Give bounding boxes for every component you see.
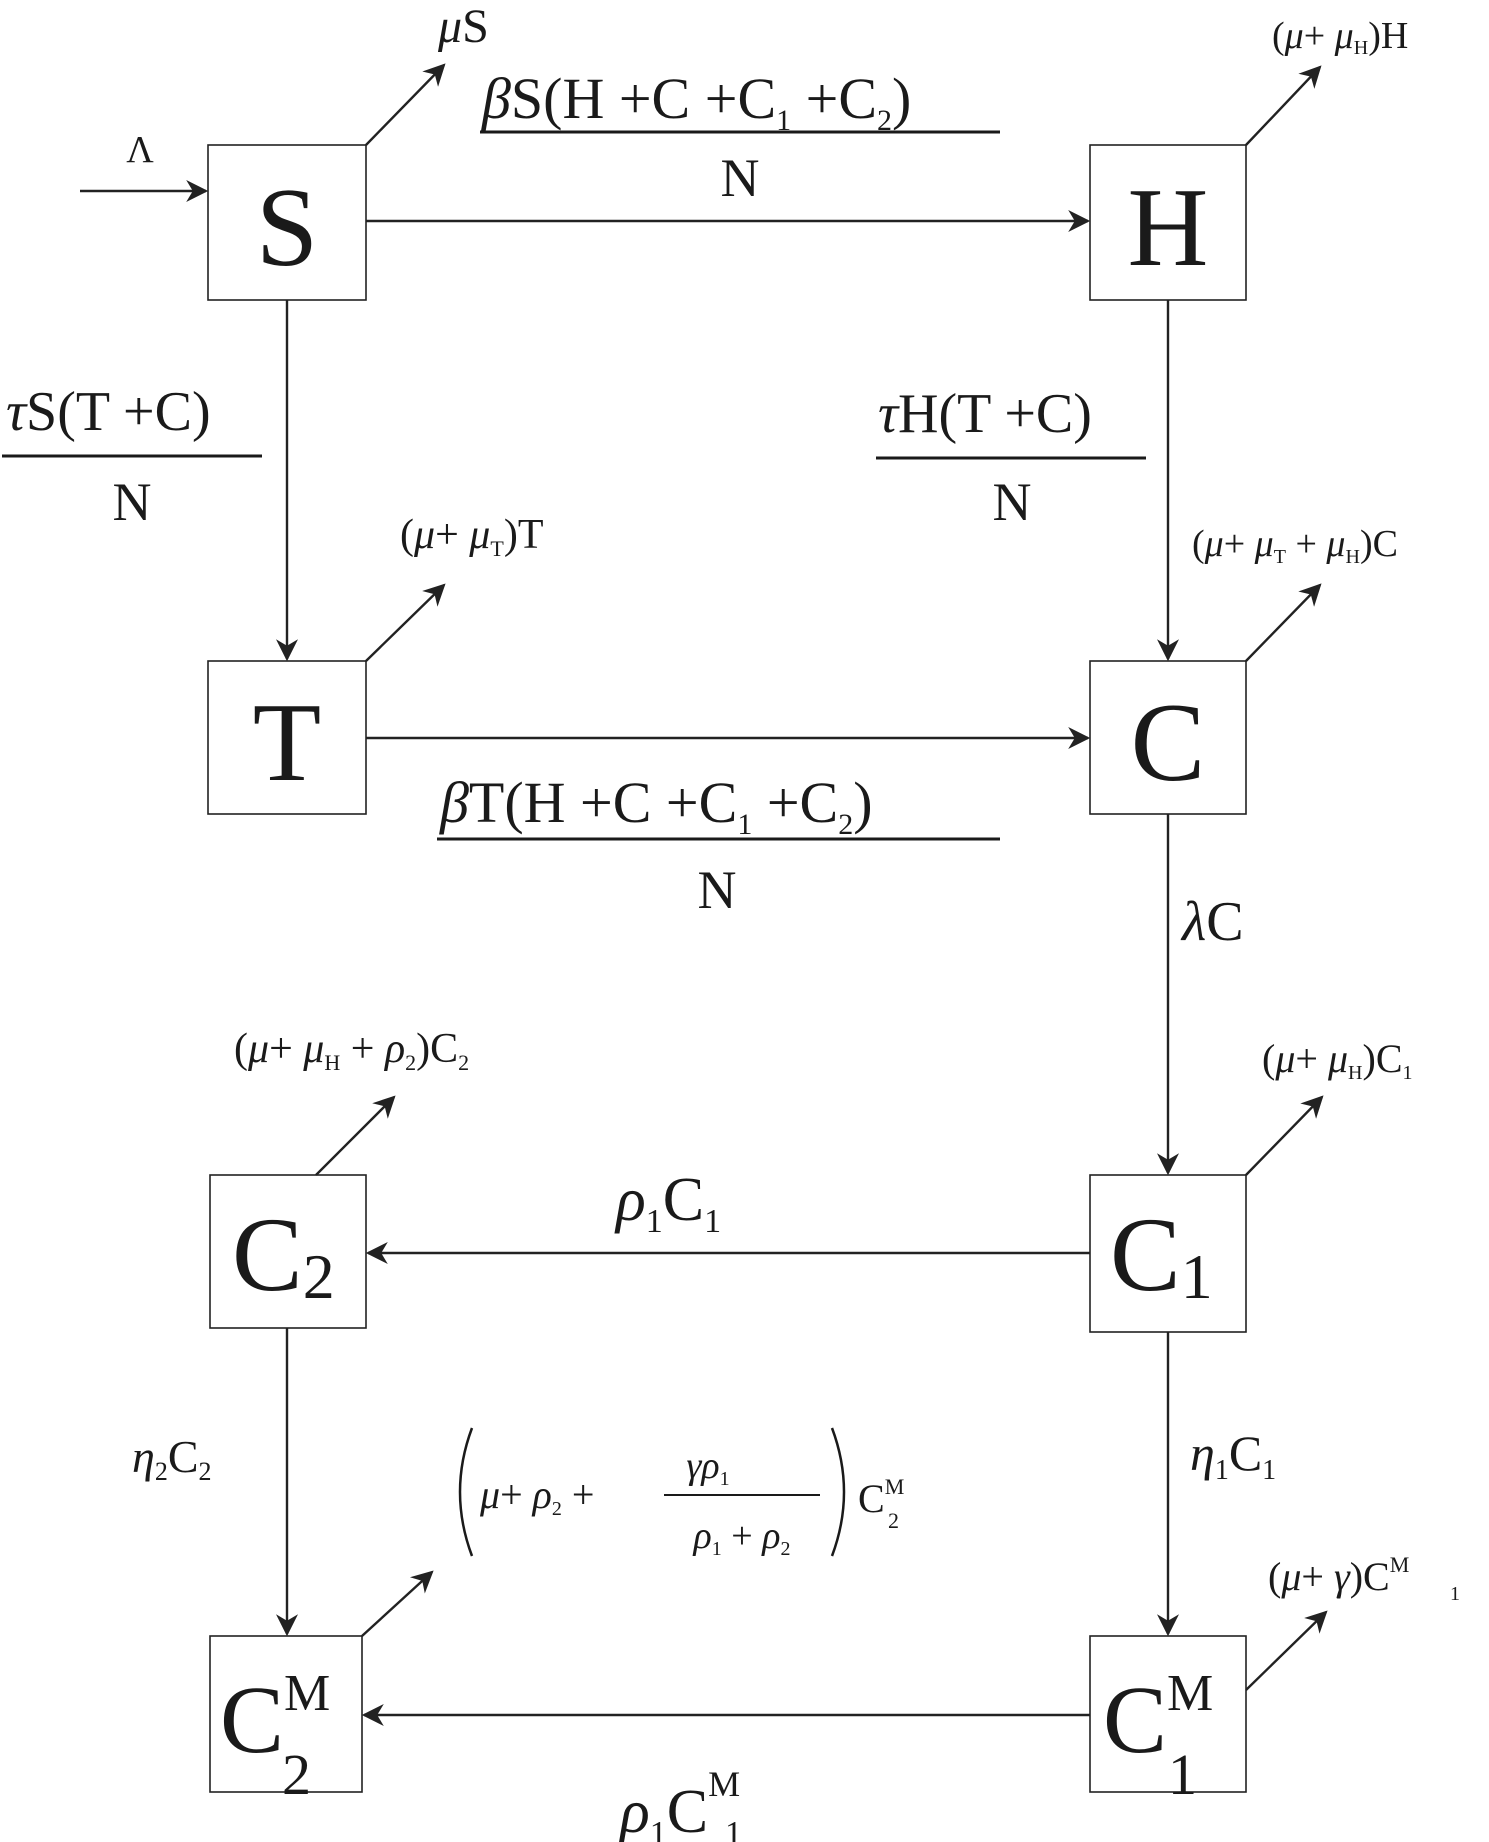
h-to-c-numerator: τH(T +C)	[878, 383, 1092, 445]
c2m-death-numerator: γρ1	[686, 1445, 729, 1490]
c1-to-c2-label: ρ1C1	[614, 1166, 721, 1240]
death-label-T: (μ+ μT)T	[400, 512, 543, 561]
node-C2-label: C2	[232, 1196, 335, 1313]
node-C1-label: C1	[1110, 1196, 1213, 1313]
death-arrow-C	[1245, 583, 1322, 662]
c-to-c1-label: λC	[1180, 891, 1244, 953]
node-C-letter: C	[1131, 681, 1206, 805]
c2m-death-main: μ+ ρ2 +	[479, 1472, 594, 1520]
recruitment-label: Λ	[126, 129, 154, 171]
c2m-death-denominator: ρ1 + ρ2	[693, 1515, 791, 1560]
node-H: H	[1089, 144, 1247, 301]
death-label-C1M: (μ+ γ)CM1	[1268, 1552, 1460, 1605]
right-paren	[830, 1427, 846, 1557]
node-H-letter: H	[1128, 166, 1209, 290]
node-T-letter: T	[253, 681, 321, 805]
node-T: T	[207, 660, 367, 815]
t-to-c-denominator: N	[698, 860, 737, 920]
s-to-t-numerator: τS(T +C)	[6, 381, 211, 443]
death-arrow-C2M	[361, 1570, 434, 1637]
s-to-h-rate: βS(H +C +C1 +C2) N	[480, 66, 1000, 208]
s-to-h-numerator: βS(H +C +C1 +C2)	[481, 66, 911, 137]
s-to-t-denominator: N	[113, 472, 152, 532]
node-C2: C2	[209, 1174, 367, 1329]
s-to-t-rate: τS(T +C) N	[2, 381, 262, 532]
death-label-C2: (μ+ μH + ρ2)C2	[234, 1026, 469, 1075]
t-to-c-rate: βT(H +C +C1 +C2) N	[437, 770, 1000, 920]
death-label-H: (μ+ μH)H	[1272, 15, 1408, 59]
death-arrow-C1M	[1245, 1610, 1328, 1691]
death-arrow-S	[365, 63, 446, 146]
left-paren	[458, 1427, 474, 1557]
node-C: C	[1089, 660, 1247, 815]
node-S: S	[207, 144, 367, 301]
death-label-S: μS	[437, 0, 489, 53]
t-to-c-numerator: βT(H +C +C1 +C2)	[439, 770, 873, 841]
node-S-letter: S	[256, 166, 318, 290]
h-to-c-rate: τH(T +C) N	[876, 383, 1146, 532]
node-C1: C1	[1089, 1174, 1247, 1333]
c1-to-c1m-label: η1C1	[1190, 1425, 1276, 1486]
death-label-C1: (μ+ μH)C1	[1262, 1036, 1413, 1084]
death-arrow-C2	[315, 1095, 396, 1176]
death-arrow-T	[365, 583, 446, 662]
death-arrow-C1	[1245, 1095, 1324, 1176]
death-label-C: (μ+ μT + μH)C	[1192, 523, 1398, 568]
s-to-h-denominator: N	[721, 148, 760, 208]
c2-to-c2m-label: η2C2	[132, 1431, 212, 1486]
death-arrow-H	[1245, 65, 1322, 146]
h-to-c-denominator: N	[993, 472, 1032, 532]
